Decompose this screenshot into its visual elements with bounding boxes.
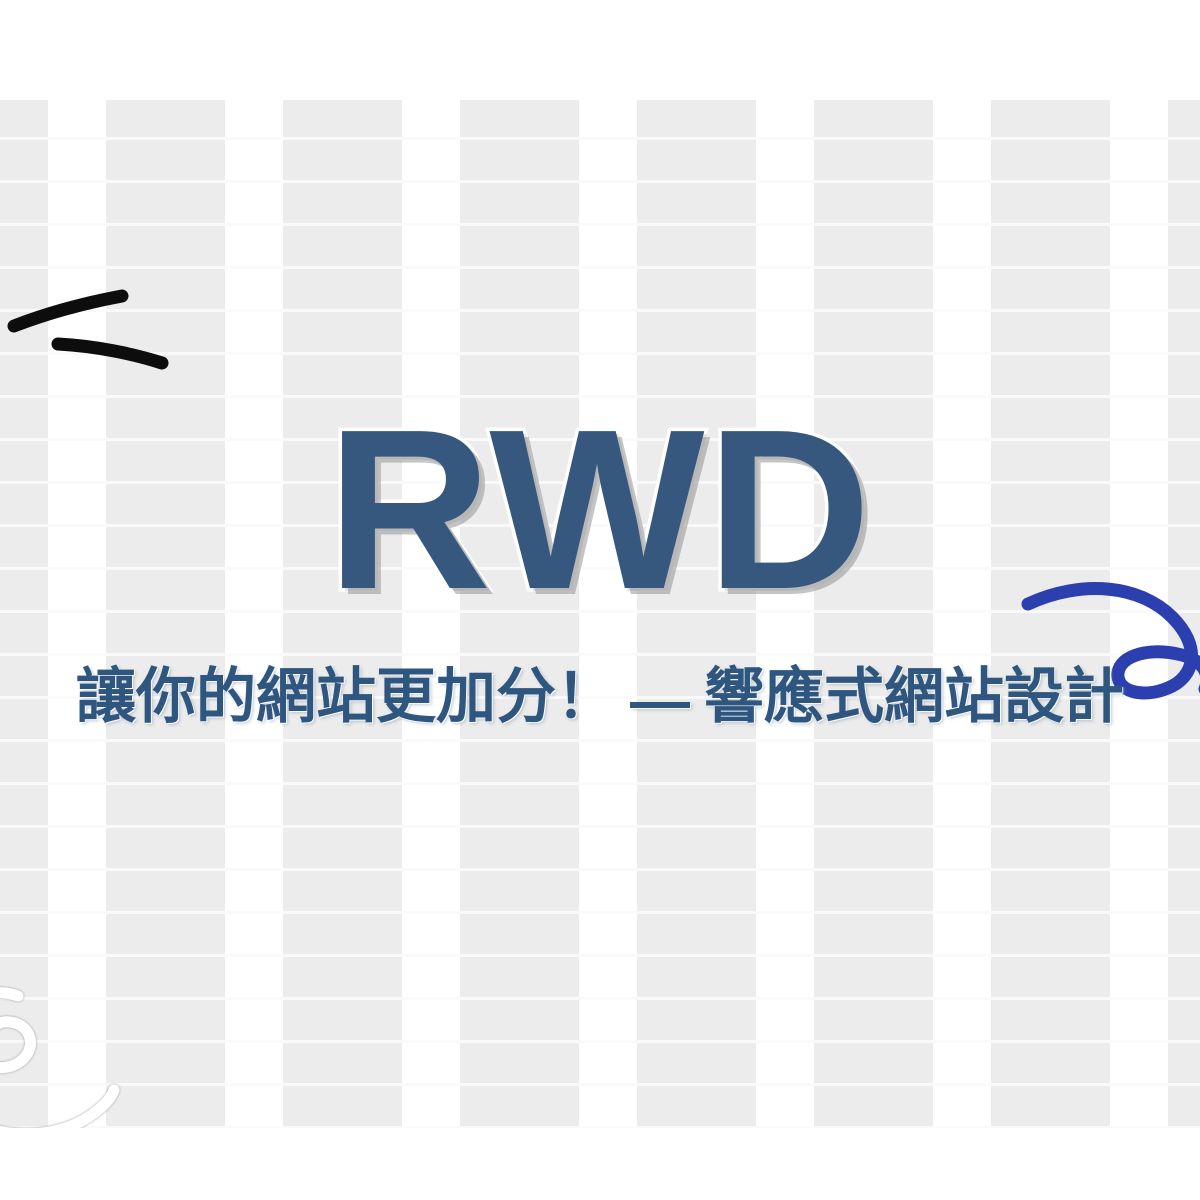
- slide-canvas: RWD 讓你的網站更加分！—響應式網站設計: [0, 100, 1200, 1128]
- page-title: RWD: [323, 383, 874, 637]
- subtitle-primary-text: 讓你的網站更加分！: [76, 663, 616, 730]
- page-subtitle: 讓你的網站更加分！—響應式網站設計: [76, 663, 1124, 734]
- subtitle-separator-dash: —: [630, 666, 690, 734]
- double-slash-stroke-icon: [7, 289, 169, 370]
- subtitle-block: 讓你的網站更加分！—響應式網站設計: [0, 663, 1200, 734]
- subtitle-secondary-text: 響應式網站設計: [704, 663, 1124, 730]
- title-block: RWD: [0, 383, 1200, 637]
- spiral-smile-stroke-icon: [0, 987, 120, 1128]
